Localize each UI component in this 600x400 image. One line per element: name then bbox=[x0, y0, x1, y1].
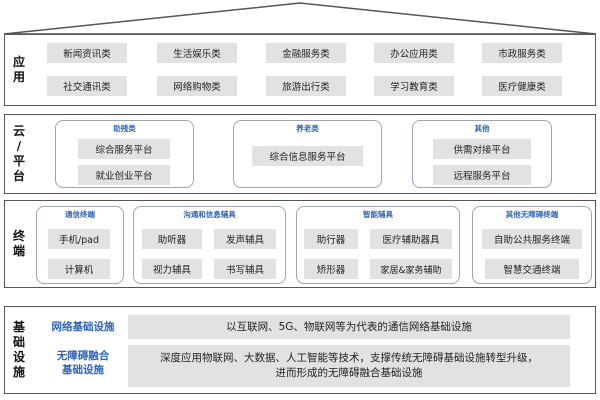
app-item-shopping: 网络购物类 bbox=[157, 76, 237, 96]
cloud-group-disability-label: 助残类 bbox=[113, 124, 136, 133]
app-item-travel: 旅游出行类 bbox=[266, 76, 346, 96]
terminal-home-aid: 家居&家务辅助 bbox=[370, 259, 452, 279]
terminal-phone-pad: 手机/pad bbox=[48, 229, 110, 249]
terminal-hearing-aid: 助听器 bbox=[142, 229, 202, 249]
terminal-group-communication-label: 通信终端 bbox=[65, 210, 95, 219]
infra-network-desc: 以互联网、5G、物联网等为代表的通信网络基础设施 bbox=[128, 315, 570, 339]
terminal-vision-aid: 视力辅具 bbox=[142, 259, 202, 279]
platform-comprehensive-service: 综合服务平台 bbox=[78, 139, 170, 159]
terminal-walking-aid: 助行器 bbox=[304, 229, 358, 249]
cloud-group-other-label: 其他 bbox=[474, 124, 490, 133]
platform-comprehensive-info: 综合信息服务平台 bbox=[252, 146, 363, 166]
app-item-finance: 金融服务类 bbox=[266, 43, 346, 63]
terminal-layer-title: 终 端 bbox=[12, 229, 25, 258]
cloud-group-elderly-label: 养老类 bbox=[296, 124, 319, 133]
app-item-municipal: 市政服务类 bbox=[482, 43, 562, 63]
app-item-news: 新闻资讯类 bbox=[47, 43, 127, 63]
terminal-medical-aid: 医疗辅助器具 bbox=[370, 229, 452, 249]
infra-accessible-desc: 深度应用物联网、大数据、人工智能等技术，支撑传统无障碍基础设施转型升级， 进而形… bbox=[128, 345, 570, 387]
infrastructure-layer-title: 基 础 设 施 bbox=[12, 320, 25, 379]
platform-employment: 就业创业平台 bbox=[78, 165, 170, 185]
terminal-self-service-kiosk: 自助公共服务终端 bbox=[482, 229, 582, 249]
terminal-smart-traffic: 智慧交通终端 bbox=[485, 259, 579, 279]
app-item-life-entertainment: 生活娱乐类 bbox=[157, 43, 237, 63]
terminal-group-other-label: 其他无障碍终端 bbox=[505, 210, 559, 219]
terminal-group-communication-aids-label: 沟通和信息辅具 bbox=[183, 210, 236, 219]
terminal-group-smart-aids-label: 智能辅具 bbox=[363, 210, 393, 219]
terminal-speech-aid: 发声辅具 bbox=[214, 229, 276, 249]
application-layer-title: 应 用 bbox=[12, 55, 25, 84]
app-item-social: 社交通讯类 bbox=[47, 76, 127, 96]
platform-supply-demand: 供需对接平台 bbox=[433, 139, 531, 159]
infra-network-label: 网络基础设施 bbox=[51, 321, 115, 333]
app-item-education: 学习教育类 bbox=[374, 76, 454, 96]
cloud-platform-layer-title: 云 / 平 台 bbox=[12, 124, 25, 183]
app-item-office: 办公应用类 bbox=[374, 43, 454, 63]
terminal-orthosis: 矫形器 bbox=[304, 259, 358, 279]
app-item-medical: 医疗健康类 bbox=[482, 76, 562, 96]
terminal-writing-aid: 书写辅具 bbox=[214, 259, 276, 279]
platform-remote-service: 远程服务平台 bbox=[433, 165, 531, 185]
terminal-computer: 计算机 bbox=[48, 259, 110, 279]
infra-accessible-label: 无障碍融合 基础设施 bbox=[56, 350, 110, 376]
